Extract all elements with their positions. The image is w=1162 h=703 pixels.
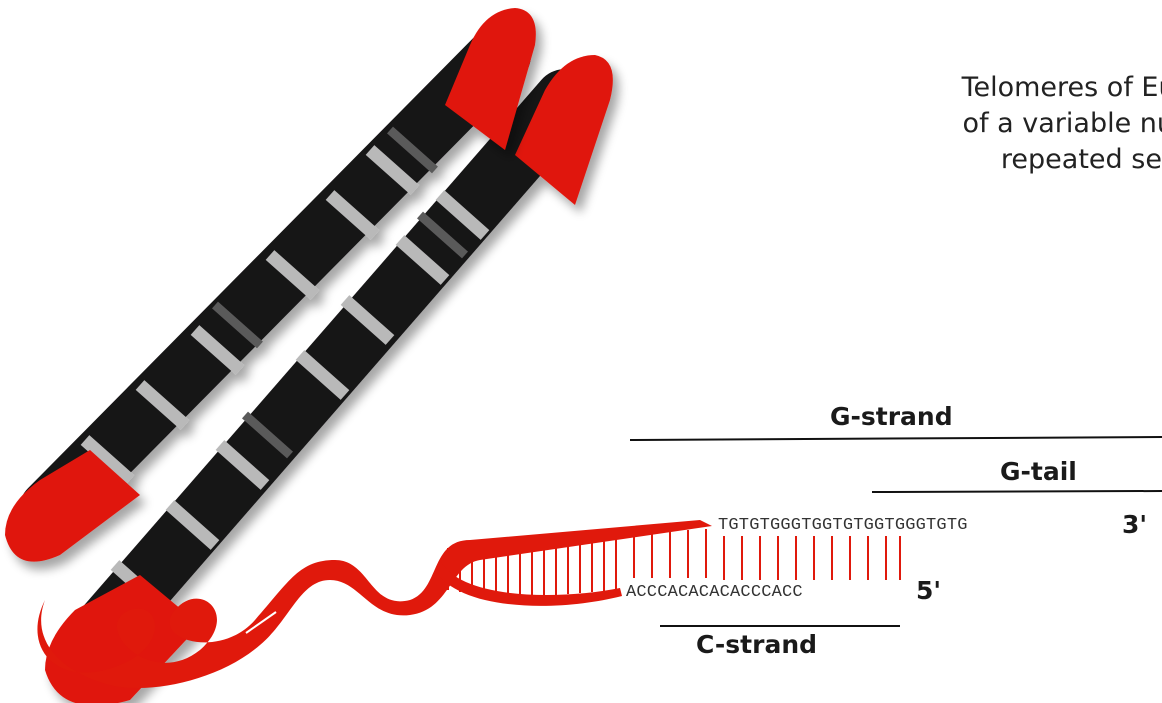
c-strand-label: C-strand bbox=[696, 630, 817, 659]
g-tail-label: G-tail bbox=[1000, 457, 1077, 486]
chromatid-back bbox=[45, 55, 613, 703]
description-text: Telomeres of Eukar of a variable numb re… bbox=[790, 70, 1162, 178]
five-prime-end-label: 5' bbox=[916, 576, 941, 605]
three-prime-end-label: 3' bbox=[1122, 510, 1147, 539]
c-strand-sequence: ACCCACACACACCCACC bbox=[626, 583, 803, 602]
g-strand-rule bbox=[630, 437, 1162, 440]
g-strand-label: G-strand bbox=[830, 402, 953, 431]
g-tail-rule bbox=[872, 491, 1162, 492]
description-line: of a variable numb bbox=[790, 106, 1162, 142]
description-line: repeated seq bbox=[790, 142, 1162, 178]
g-strand-sequence: TGTGTGGGTGGTGTGGTGGGTGTG bbox=[718, 516, 968, 535]
description-line: Telomeres of Eukar bbox=[790, 70, 1162, 106]
